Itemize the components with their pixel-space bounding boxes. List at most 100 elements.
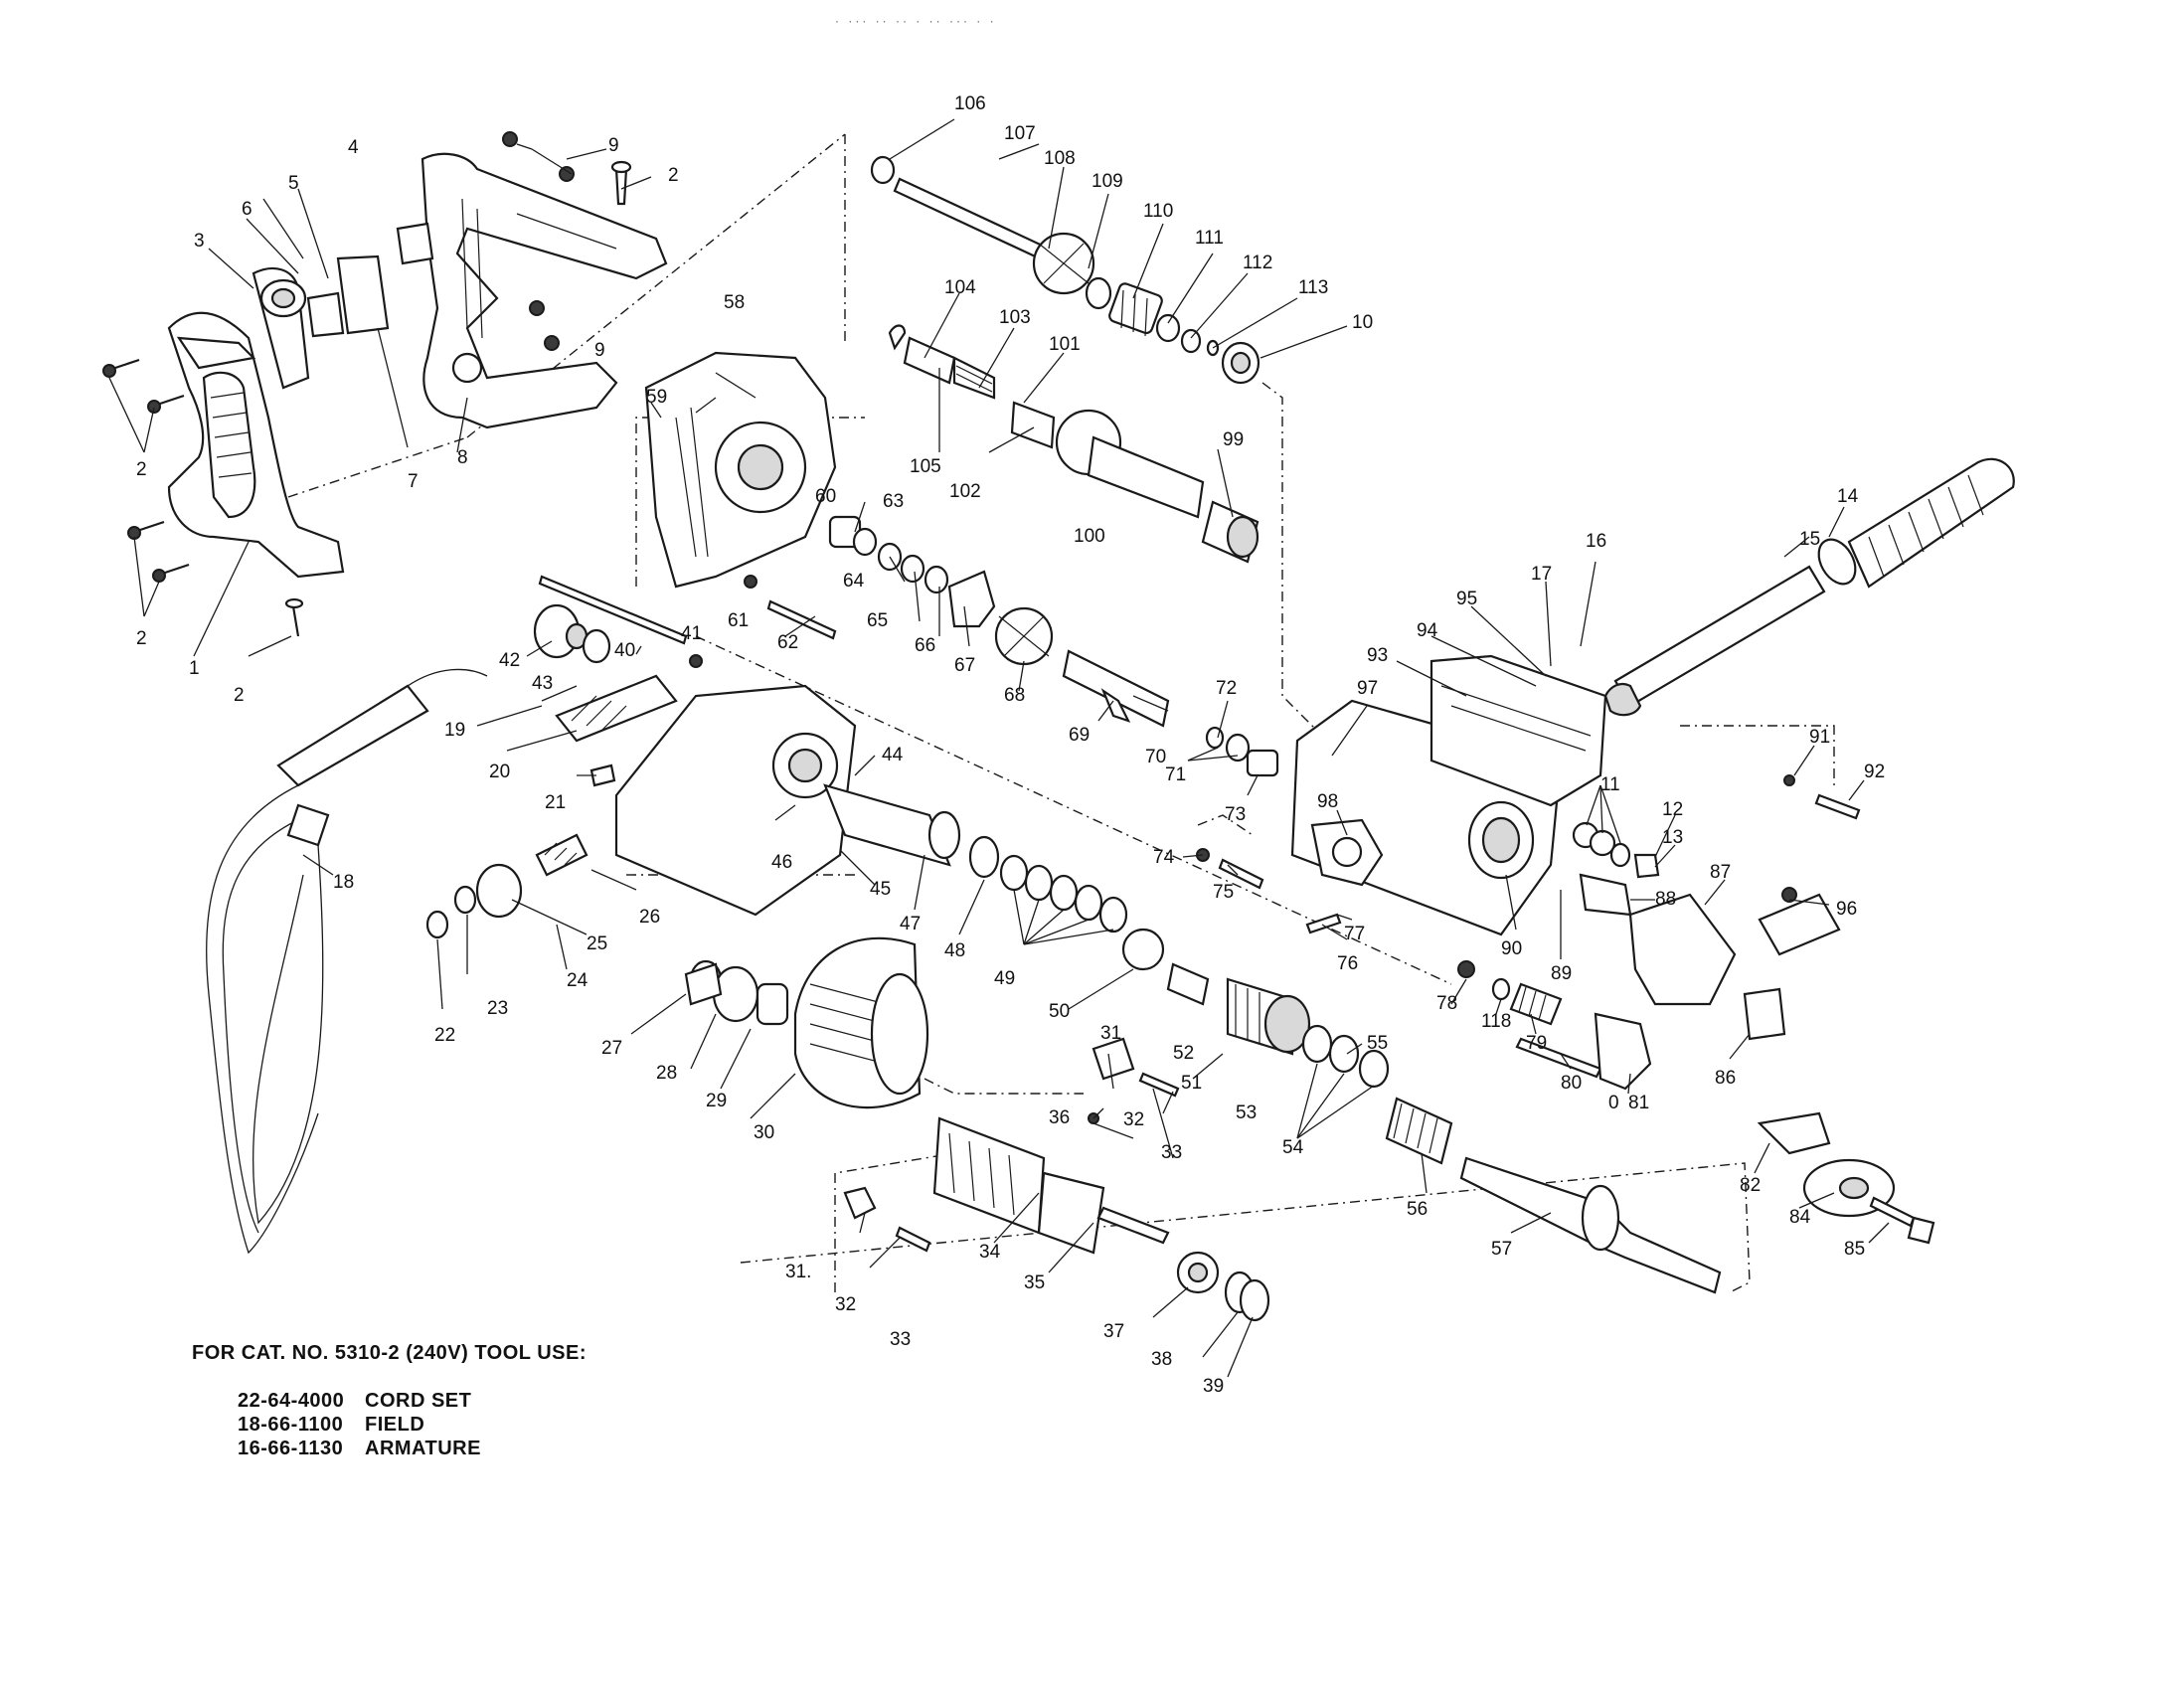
callout-87: 87 — [1710, 862, 1731, 883]
callout-110: 110 — [1143, 201, 1173, 222]
callout-98: 98 — [1317, 791, 1338, 812]
callout-35: 35 — [1024, 1272, 1045, 1293]
cat-no-note: FOR CAT. NO. 5310-2 (240V) TOOL USE: 22-… — [192, 1342, 587, 1460]
callout-79: 79 — [1526, 1033, 1547, 1054]
callout-74: 74 — [1153, 847, 1175, 868]
callout-51: 51 — [1181, 1073, 1202, 1094]
callout-28: 28 — [656, 1063, 677, 1084]
callout-5: 5 — [288, 173, 299, 194]
note-row-cord-set: 22-64-4000 CORD SET — [238, 1389, 587, 1413]
callout-25: 25 — [587, 933, 607, 954]
callout-15: 15 — [1799, 529, 1820, 550]
callout-11: 11 — [1600, 774, 1620, 795]
callout-61: 61 — [728, 610, 749, 631]
callout-24: 24 — [567, 970, 588, 991]
callout-21: 21 — [545, 792, 566, 813]
callout-leaders — [108, 118, 1890, 1378]
callout-14: 14 — [1837, 486, 1859, 507]
callout-3: 3 — [194, 231, 205, 252]
depth-gauge-parts — [1572, 774, 1861, 1041]
callout-34: 34 — [979, 1242, 1001, 1263]
callout-92: 92 — [1864, 762, 1885, 782]
front-housing — [1290, 654, 1607, 936]
callout-32-upper: 32 — [1123, 1109, 1144, 1130]
callout-89: 89 — [1551, 963, 1572, 984]
callout-80: 80 — [1561, 1073, 1582, 1094]
callout-95: 95 — [1456, 589, 1477, 609]
callout-107: 107 — [1004, 123, 1036, 144]
callout-31-upper: 31 — [1100, 1023, 1121, 1044]
callout-17: 17 — [1531, 564, 1552, 585]
callout-59: 59 — [646, 387, 667, 408]
callout-118: 118 — [1481, 1011, 1511, 1032]
callout-0: 0 — [1608, 1093, 1619, 1113]
callout-33-lower: 33 — [890, 1329, 911, 1350]
callout-labels: 106 107 108 109 110 111 112 113 10 104 1… — [136, 93, 1885, 1397]
note-heading: FOR CAT. NO. 5310-2 (240V) TOOL USE: — [192, 1342, 587, 1364]
lower-bracket-parts — [1457, 960, 1935, 1245]
upper-gear-train — [870, 155, 1260, 564]
callout-53: 53 — [1236, 1102, 1257, 1123]
callout-57: 57 — [1491, 1239, 1512, 1260]
callout-66: 66 — [915, 635, 935, 656]
callout-100: 100 — [1074, 526, 1105, 547]
callout-54: 54 — [1282, 1137, 1304, 1158]
callout-56: 56 — [1407, 1199, 1428, 1220]
note-row-armature: 16-66-1130 ARMATURE — [238, 1437, 587, 1460]
callout-106: 106 — [954, 93, 986, 114]
callout-33-upper: 33 — [1161, 1142, 1182, 1163]
callout-27: 27 — [601, 1038, 622, 1059]
callout-70: 70 — [1145, 747, 1166, 767]
callout-39: 39 — [1203, 1376, 1224, 1397]
callout-103: 103 — [999, 307, 1031, 328]
callout-111: 111 — [1195, 228, 1224, 249]
callout-13: 13 — [1662, 827, 1683, 848]
callout-88: 88 — [1655, 889, 1676, 910]
side-handle — [1603, 457, 2015, 717]
note-part-name: CORD SET — [365, 1390, 472, 1412]
motor-housing — [425, 575, 857, 939]
callout-19: 19 — [444, 720, 465, 741]
note-part-number: 16-66-1130 — [238, 1438, 344, 1459]
callout-109: 109 — [1092, 171, 1123, 192]
callout-81: 81 — [1628, 1093, 1649, 1113]
callout-1: 1 — [189, 658, 200, 679]
hammer-mechanism-parts — [684, 783, 1722, 1294]
callout-22: 22 — [434, 1025, 455, 1046]
callout-94: 94 — [1417, 620, 1438, 641]
callout-91: 91 — [1809, 727, 1830, 748]
callout-63: 63 — [883, 491, 904, 512]
callout-58: 58 — [724, 292, 745, 313]
callout-41: 41 — [681, 623, 702, 644]
callout-38: 38 — [1151, 1349, 1172, 1370]
callout-90: 90 — [1501, 938, 1522, 959]
callout-67: 67 — [954, 655, 975, 676]
callout-102: 102 — [949, 481, 981, 502]
callout-84: 84 — [1789, 1207, 1811, 1228]
callout-2-left-lower: 2 — [136, 628, 147, 649]
rear-handle-assembly — [102, 131, 668, 637]
scan-header-mark: · ··· ·· ·· · ·· ··· · · — [835, 14, 997, 28]
callout-108: 108 — [1044, 148, 1076, 169]
callout-30: 30 — [754, 1122, 774, 1143]
callout-75: 75 — [1213, 882, 1234, 903]
callout-8: 8 — [457, 447, 468, 468]
callout-97: 97 — [1357, 678, 1378, 699]
callout-101: 101 — [1049, 334, 1081, 355]
intermediate-gear-parts — [744, 515, 1054, 666]
callout-112: 112 — [1243, 253, 1272, 273]
callout-6: 6 — [242, 199, 252, 220]
callout-26: 26 — [639, 907, 660, 928]
callout-50: 50 — [1049, 1001, 1070, 1022]
callout-4: 4 — [348, 137, 359, 158]
callout-45: 45 — [870, 879, 891, 900]
callout-105: 105 — [910, 456, 941, 477]
callout-16: 16 — [1586, 531, 1606, 552]
callout-52: 52 — [1173, 1043, 1194, 1064]
callout-2-bottom: 2 — [234, 685, 245, 706]
note-part-number: 22-64-4000 — [238, 1390, 345, 1412]
callout-62: 62 — [777, 632, 798, 653]
callout-64: 64 — [843, 571, 865, 592]
callout-40: 40 — [614, 640, 635, 661]
